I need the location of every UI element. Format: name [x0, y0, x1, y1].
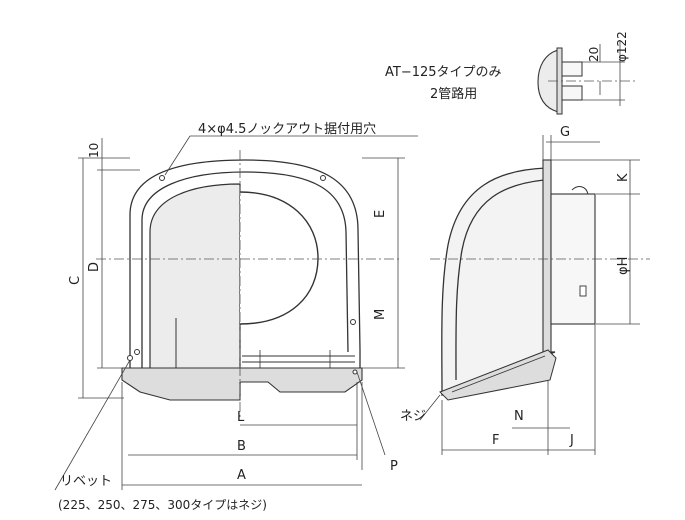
side-louver-line [451, 355, 546, 393]
knockout-hole-1 [159, 175, 165, 181]
side-damper [571, 186, 589, 195]
dim-N: N [514, 409, 524, 424]
side-view [430, 159, 650, 401]
screw-mark-front [352, 369, 358, 375]
side-dimensions [419, 135, 640, 455]
detail-view [537, 40, 635, 115]
front-hood-inner-frame [141, 171, 349, 368]
dim-20: 20 [587, 47, 601, 62]
dim-C: C [68, 276, 83, 285]
screw-label: ネジ [400, 409, 426, 424]
dim-phi122: φ122 [615, 31, 629, 62]
dim-K: K [616, 173, 631, 182]
variant-title: AT−125タイプのみ [385, 65, 502, 80]
dim-L: L [237, 410, 245, 425]
dim-M: M [373, 309, 388, 320]
front-left-cover [149, 183, 241, 398]
dim-J: J [569, 433, 574, 448]
knockout-note: 4×φ4.5ノックアウト据付用穴 [198, 122, 376, 137]
rivet-label: リベット [60, 474, 112, 489]
front-view [96, 150, 400, 420]
variant-subtitle: 2管路用 [430, 86, 477, 102]
side-hood-inner [455, 179, 545, 381]
detail-pipe-lower [561, 85, 583, 101]
front-dimensions [54, 135, 418, 491]
dim-phiH: φH [616, 257, 631, 275]
rivet-mark [127, 355, 133, 361]
dim-D: D [87, 262, 102, 272]
dim-F: F [492, 433, 499, 448]
front-hood-outline [129, 159, 361, 372]
dim-B: B [237, 439, 246, 454]
detail-pipe-upper [561, 61, 583, 77]
knockout-hole-3 [134, 349, 140, 355]
knockout-hole-2 [320, 175, 326, 181]
side-wall-flange [542, 159, 552, 361]
dim-G: G [560, 125, 570, 140]
side-clip [579, 285, 587, 297]
rivet-note: (225、250、275、300タイプはネジ) [58, 498, 267, 512]
side-bottom-louver [439, 349, 557, 401]
dim-10: 10 [87, 143, 101, 158]
dim-P: P [390, 459, 398, 474]
duct-opening [239, 191, 319, 325]
front-base [121, 367, 363, 401]
knockout-hole-4 [350, 319, 356, 325]
dim-E: E [373, 210, 388, 218]
dim-A: A [237, 468, 246, 483]
